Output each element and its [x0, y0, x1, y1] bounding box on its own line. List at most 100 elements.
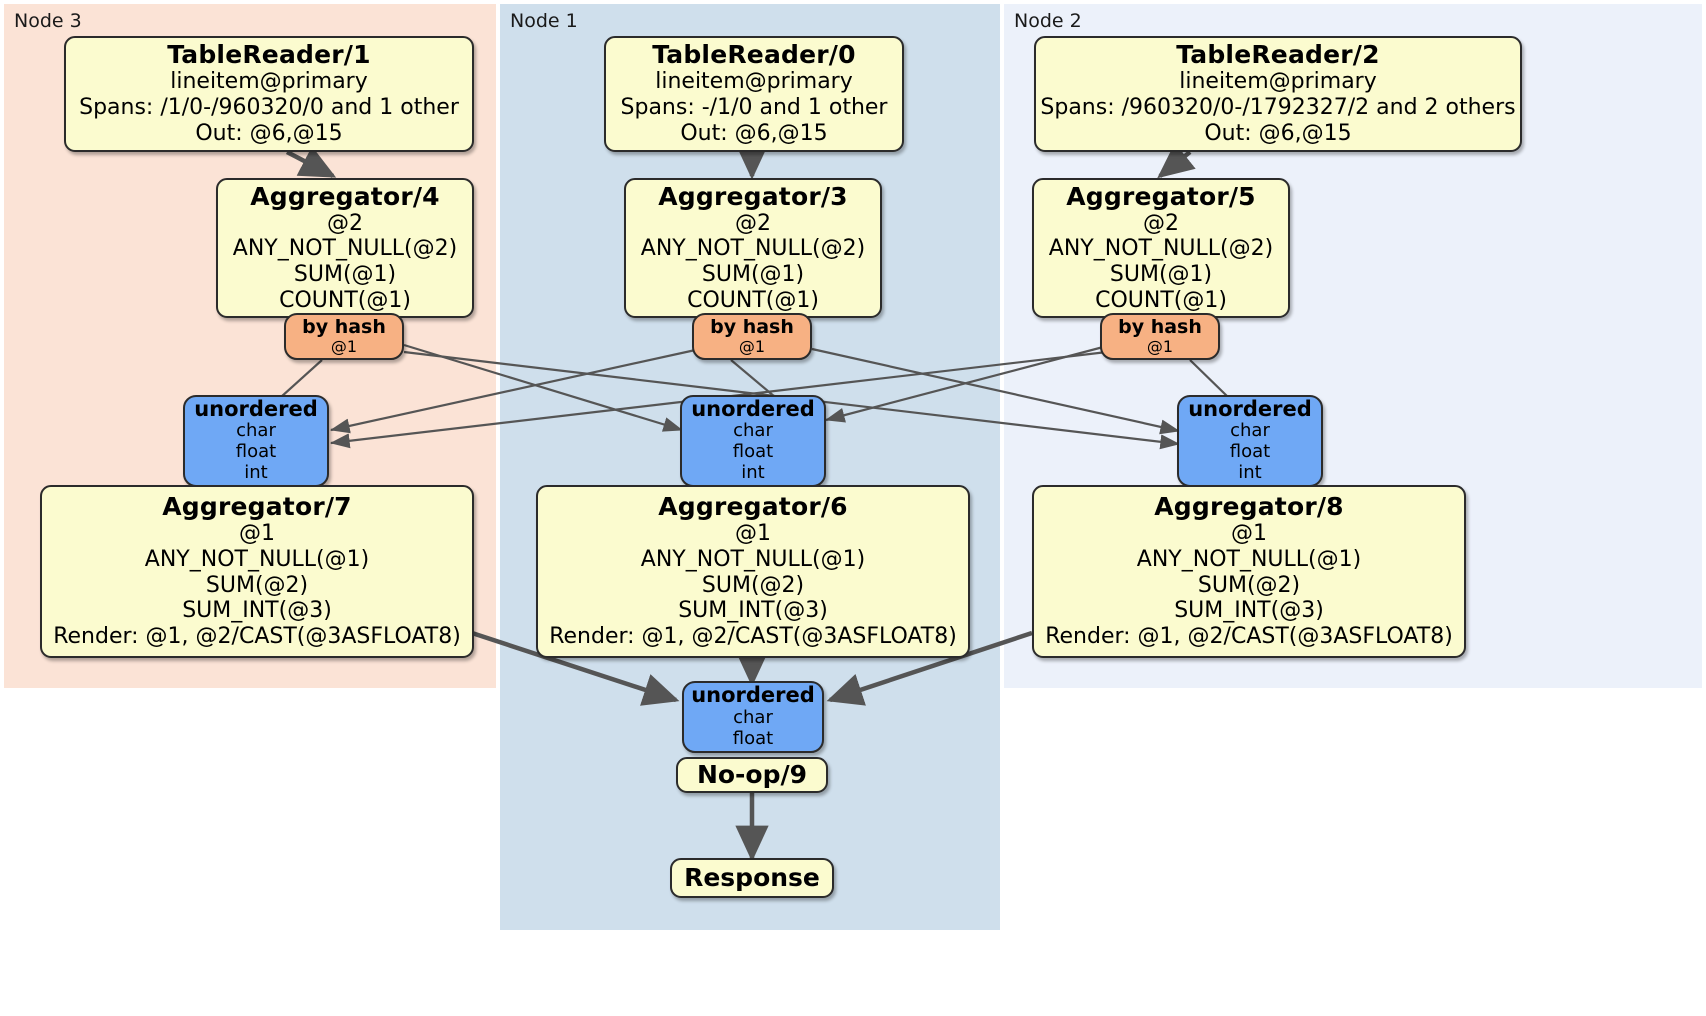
- processor-title: TableReader/0: [652, 40, 856, 70]
- processor-line: Render: @1, @2/CAST(@3ASFLOAT8): [549, 624, 957, 650]
- router-line: @1: [1146, 337, 1174, 357]
- processor-aggregator-5[interactable]: Aggregator/5 @2 ANY_NOT_NULL(@2) SUM(@1)…: [1032, 178, 1290, 318]
- processor-title: Aggregator/6: [658, 492, 848, 522]
- processor-line: Render: @1, @2/CAST(@3ASFLOAT8): [53, 624, 461, 650]
- router-title: by hash: [302, 316, 386, 339]
- synchronizer-line: float: [732, 441, 774, 463]
- processor-aggregator-8[interactable]: Aggregator/8 @1 ANY_NOT_NULL(@1) SUM(@2)…: [1032, 485, 1466, 658]
- processor-line: SUM(@1): [1109, 262, 1213, 287]
- processor-line: Out: @6,@15: [680, 120, 828, 146]
- node-region-label-node3: Node 3: [14, 10, 82, 32]
- processor-line: ANY_NOT_NULL(@1): [1136, 546, 1362, 572]
- processor-line: @1: [239, 521, 275, 547]
- processor-title: Aggregator/8: [1154, 492, 1344, 522]
- synchronizer-line: char: [733, 706, 773, 728]
- router-by-hash-center[interactable]: by hash @1: [692, 313, 812, 360]
- edge-tr1-agg4: [285, 146, 337, 178]
- processor-response[interactable]: Response: [670, 858, 834, 898]
- processor-line: Out: @6,@15: [195, 120, 343, 146]
- edge-agg7-to-unordered-final: [471, 630, 680, 706]
- node-region-label-node2: Node 2: [1014, 10, 1082, 32]
- processor-line: COUNT(@1): [1095, 287, 1227, 313]
- processor-line: COUNT(@1): [687, 287, 819, 313]
- processor-line: lineitem@primary: [1179, 69, 1377, 95]
- router-line: @1: [330, 337, 358, 357]
- synchronizer-line: char: [236, 420, 276, 442]
- processor-line: ANY_NOT_NULL(@2): [640, 236, 866, 262]
- router-line: @1: [738, 337, 766, 357]
- edge-hash-left-to-unordered-left: [280, 359, 323, 398]
- processor-line: Out: @6,@15: [1204, 120, 1352, 146]
- processor-line: ANY_NOT_NULL(@1): [144, 546, 370, 572]
- processor-line: @1: [735, 521, 771, 547]
- edge-hash-center-to-unordered-left: [329, 347, 701, 434]
- processor-line: ANY_NOT_NULL(@1): [640, 546, 866, 572]
- edge-agg8-to-unordered-final: [826, 630, 1033, 706]
- edge-tr2-agg5: [1157, 142, 1196, 179]
- router-title: by hash: [1118, 316, 1202, 339]
- synchronizer-unordered-left[interactable]: unordered char float int: [183, 395, 329, 487]
- processor-line: COUNT(@1): [279, 287, 411, 313]
- processor-aggregator-7[interactable]: Aggregator/7 @1 ANY_NOT_NULL(@1) SUM(@2)…: [40, 485, 474, 658]
- processor-title: Response: [684, 863, 820, 893]
- processor-table-reader-2[interactable]: TableReader/2 lineitem@primary Spans: /9…: [1034, 36, 1522, 152]
- processor-line: @2: [735, 210, 771, 236]
- synchronizer-unordered-final[interactable]: unordered char float: [682, 681, 824, 753]
- synchronizer-unordered-right[interactable]: unordered char float int: [1177, 395, 1323, 487]
- processor-line: SUM(@2): [205, 572, 309, 598]
- processor-line: @1: [1231, 521, 1267, 547]
- processor-title: Aggregator/7: [162, 492, 352, 522]
- node-region-label-node1: Node 1: [510, 10, 578, 32]
- processor-title: No-op/9: [696, 760, 808, 790]
- synchronizer-line: float: [235, 441, 277, 463]
- processor-line: Spans: /1/0-/960320/0 and 1 other: [79, 95, 459, 121]
- processor-title: TableReader/2: [1176, 40, 1380, 70]
- router-by-hash-left[interactable]: by hash @1: [284, 313, 404, 360]
- processor-line: Spans: /960320/0-/1792327/2 and 2 others: [1040, 95, 1516, 121]
- processor-line: SUM(@2): [701, 572, 805, 598]
- processor-line: Render: @1, @2/CAST(@3ASFLOAT8): [1045, 624, 1453, 650]
- processor-line: SUM(@1): [293, 262, 397, 287]
- synchronizer-title: unordered: [691, 396, 815, 421]
- edge-hash-right-to-unordered-right: [1189, 359, 1229, 398]
- synchronizer-line: int: [1238, 462, 1262, 484]
- processor-title: Aggregator/3: [658, 181, 848, 211]
- processor-line: SUM(@1): [701, 262, 805, 287]
- edge-hash-right-to-unordered-center: [824, 344, 1108, 423]
- synchronizer-unordered-center[interactable]: unordered char float int: [680, 395, 826, 487]
- processor-line: SUM(@2): [1197, 572, 1301, 598]
- processor-title: TableReader/1: [167, 40, 371, 70]
- synchronizer-title: unordered: [691, 683, 815, 708]
- edge-hash-left-to-unordered-center: [403, 343, 684, 432]
- synchronizer-line: char: [1230, 420, 1270, 442]
- processor-aggregator-6[interactable]: Aggregator/6 @1 ANY_NOT_NULL(@1) SUM(@2)…: [536, 485, 970, 658]
- synchronizer-title: unordered: [194, 396, 318, 421]
- router-by-hash-right[interactable]: by hash @1: [1100, 313, 1220, 360]
- processor-aggregator-3[interactable]: Aggregator/3 @2 ANY_NOT_NULL(@2) SUM(@1)…: [624, 178, 882, 318]
- processor-line: ANY_NOT_NULL(@2): [232, 236, 458, 262]
- processor-line: @2: [1143, 210, 1179, 236]
- processor-line: lineitem@primary: [655, 69, 853, 95]
- synchronizer-line: int: [741, 462, 765, 484]
- processor-line: SUM_INT(@3): [182, 598, 332, 624]
- processor-table-reader-0[interactable]: TableReader/0 lineitem@primary Spans: -/…: [604, 36, 904, 152]
- processor-line: SUM_INT(@3): [1174, 598, 1324, 624]
- synchronizer-title: unordered: [1188, 396, 1312, 421]
- processor-table-reader-1[interactable]: TableReader/1 lineitem@primary Spans: /1…: [64, 36, 474, 152]
- processor-title: Aggregator/4: [250, 181, 440, 211]
- router-title: by hash: [710, 316, 794, 339]
- processor-line: lineitem@primary: [170, 69, 368, 95]
- processor-no-op-9[interactable]: No-op/9: [676, 757, 828, 793]
- processor-aggregator-4[interactable]: Aggregator/4 @2 ANY_NOT_NULL(@2) SUM(@1)…: [216, 178, 474, 318]
- processor-line: @2: [327, 210, 363, 236]
- processor-line: SUM_INT(@3): [678, 598, 828, 624]
- synchronizer-line: char: [733, 420, 773, 442]
- processor-line: Spans: -/1/0 and 1 other: [620, 95, 888, 121]
- synchronizer-line: float: [732, 727, 774, 749]
- synchronizer-line: int: [244, 462, 268, 484]
- edge-hash-center-to-unordered-right: [811, 347, 1181, 435]
- processor-title: Aggregator/5: [1066, 181, 1256, 211]
- processor-line: ANY_NOT_NULL(@2): [1048, 236, 1274, 262]
